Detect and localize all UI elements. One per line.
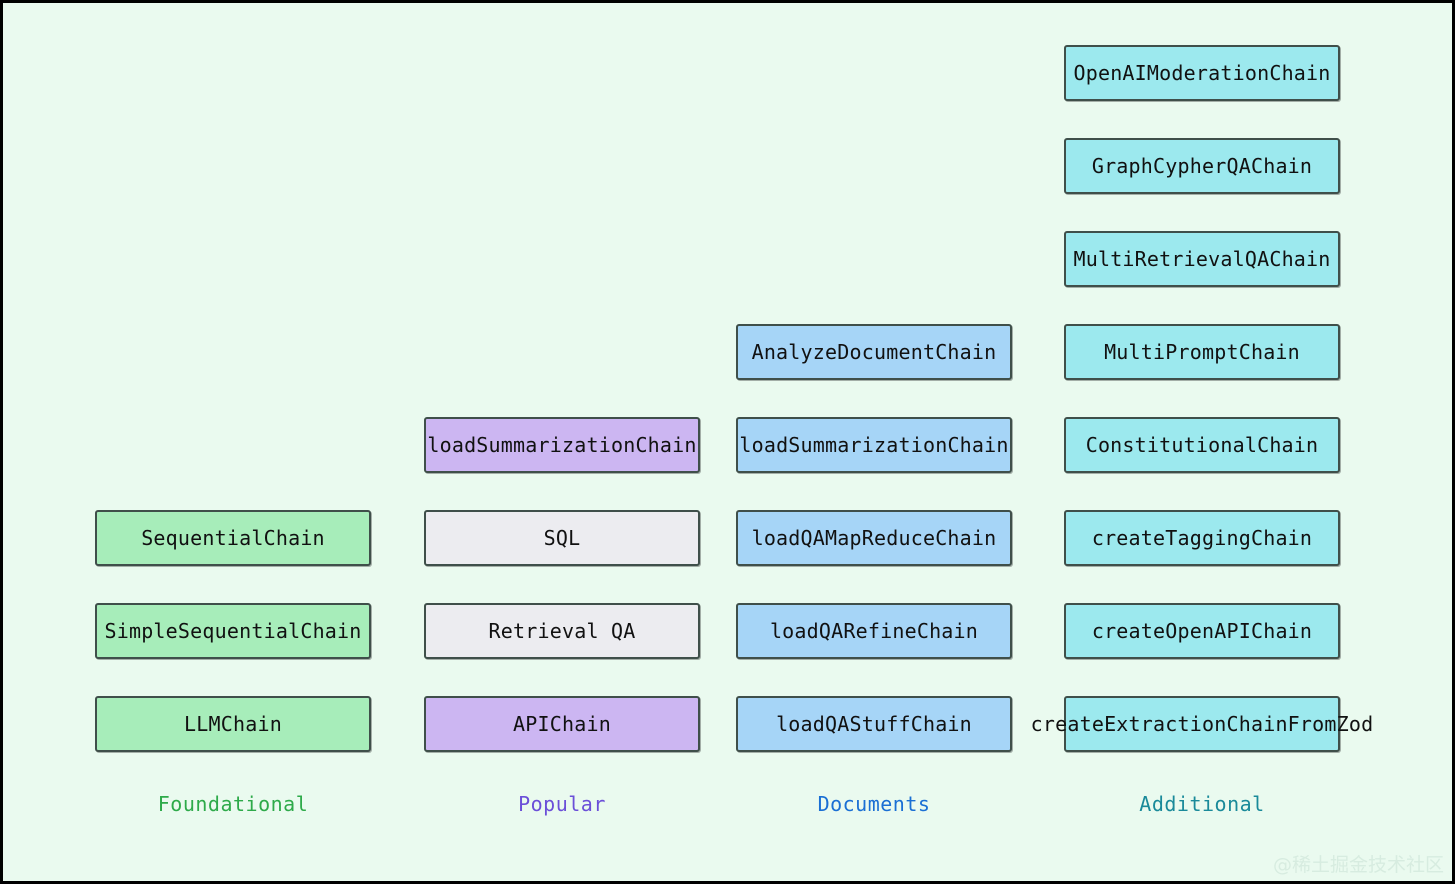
node-loadqamapreducechain[interactable]: loadQAMapReduceChain [736,510,1012,566]
column-additional: OpenAIModerationChain GraphCypherQAChain… [1031,45,1373,819]
node-multiretrievalqachain[interactable]: MultiRetrievalQAChain [1064,231,1340,287]
node-graphcypherqachain[interactable]: GraphCypherQAChain [1064,138,1340,194]
column-label-additional: Additional [1139,792,1265,816]
node-simplesequentialchain[interactable]: SimpleSequentialChain [95,603,371,659]
node-createtaggingchain[interactable]: createTaggingChain [1064,510,1340,566]
node-retrieval-qa[interactable]: Retrieval QA [424,603,700,659]
column-label-popular: Popular [518,792,606,816]
node-analyzedocumentchain[interactable]: AnalyzeDocumentChain [736,324,1012,380]
node-llmchain[interactable]: LLMChain [95,696,371,752]
column-label-documents: Documents [817,792,931,816]
node-loadqarefinechain[interactable]: loadQARefineChain [736,603,1012,659]
column-label-foundational: Foundational [157,792,309,816]
node-apichain[interactable]: APIChain [424,696,700,752]
column-foundational: SequentialChain SimpleSequentialChain LL… [95,510,371,819]
node-loadqastuffchain[interactable]: loadQAStuffChain [736,696,1012,752]
diagram-canvas: SequentialChain SimpleSequentialChain LL… [3,3,1452,881]
node-loadsummarizationchain-popular[interactable]: loadSummarizationChain [424,417,700,473]
node-createextractionchainfromzod[interactable]: createExtractionChainFromZod [1031,696,1373,752]
node-constitutionalchain[interactable]: ConstitutionalChain [1064,417,1340,473]
node-sequentialchain[interactable]: SequentialChain [95,510,371,566]
node-sql[interactable]: SQL [424,510,700,566]
column-popular: loadSummarizationChain SQL Retrieval QA … [424,417,700,819]
node-multipromptchain[interactable]: MultiPromptChain [1064,324,1340,380]
column-documents: AnalyzeDocumentChain loadSummarizationCh… [736,324,1012,819]
watermark: @稀土掘金技术社区 [1272,854,1444,876]
node-openaimoderationchain[interactable]: OpenAIModerationChain [1064,45,1340,101]
node-createopenapichain[interactable]: createOpenAPIChain [1064,603,1340,659]
node-loadsummarizationchain-documents[interactable]: loadSummarizationChain [736,417,1012,473]
